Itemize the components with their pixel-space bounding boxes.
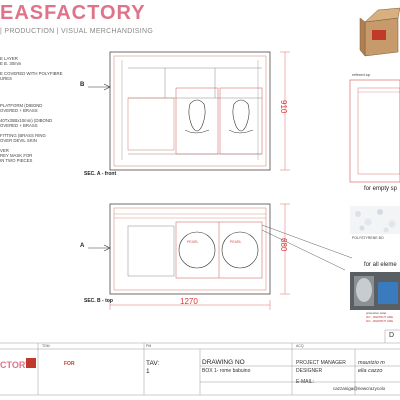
note-line: URES bbox=[0, 76, 12, 81]
drawing-no-value: BOX 1- rome babuino bbox=[202, 368, 251, 374]
note-line: REY MASK FOR bbox=[0, 153, 33, 158]
protective-note: NO - REPRINT ARE bbox=[366, 319, 394, 323]
pearl-label-left: PEARL bbox=[187, 240, 199, 244]
front-section bbox=[109, 51, 271, 171]
drawing-no-label: DRAWING NO bbox=[202, 359, 245, 366]
section-a-label: A bbox=[80, 243, 85, 249]
leader-lines bbox=[261, 224, 353, 271]
top-inner-frame bbox=[113, 207, 267, 291]
email-label: E-MAIL: bbox=[296, 379, 315, 385]
tav-label: TAV: bbox=[146, 360, 160, 367]
protective-label: protective wrap bbox=[366, 311, 387, 315]
designer-role: DESIGNER bbox=[296, 368, 323, 374]
note-line: FITTING (BRASS RING bbox=[0, 133, 46, 138]
width-dimension bbox=[109, 300, 271, 310]
section-a-marker bbox=[88, 244, 111, 252]
top-left-compartment bbox=[127, 225, 175, 277]
title-block-logo: CTORY bbox=[0, 360, 32, 370]
reference-section bbox=[349, 79, 400, 183]
mask-base-left bbox=[184, 129, 210, 134]
cardboard-box-icon bbox=[359, 7, 400, 57]
section-b-marker bbox=[88, 83, 111, 91]
pm-name: maurizio m bbox=[358, 360, 385, 366]
tdm-header: TDM bbox=[42, 344, 50, 348]
front-outer-frame bbox=[109, 51, 271, 171]
brand-tagline: | PRODUCTION | VISUAL MERCHANDISING bbox=[0, 28, 154, 35]
acq-header: ACQ bbox=[296, 344, 304, 348]
note-line: OVERED + BRASS bbox=[0, 123, 38, 128]
tav-value: 1 bbox=[146, 368, 150, 375]
front-section-caption: SEC. A - front bbox=[84, 171, 117, 177]
email-value[interactable]: cazzaniga@newcrazycolo bbox=[333, 386, 386, 391]
note-line: OVER DEVIL SKIN bbox=[0, 138, 37, 143]
section-b-label: B bbox=[80, 82, 85, 88]
top-section bbox=[109, 203, 271, 295]
logo-square bbox=[26, 358, 36, 368]
top-height-dimension bbox=[280, 203, 290, 295]
polystyrene-image bbox=[350, 206, 400, 234]
note-line: 40Tx35Bx10mm) (DIBOND bbox=[0, 118, 53, 123]
note-line: VER bbox=[0, 148, 9, 153]
reference-label: refered sp bbox=[352, 72, 371, 77]
mask-base-right bbox=[228, 129, 254, 134]
empty-space-caption: for empty sp bbox=[364, 186, 398, 192]
front-inner-frame bbox=[113, 55, 267, 167]
title-block-grid bbox=[0, 329, 400, 396]
front-left-compartment bbox=[127, 97, 175, 151]
brand-logo: EASFACTORY bbox=[0, 2, 146, 24]
note-line: E LAYER bbox=[0, 56, 18, 61]
mask-figure-right bbox=[232, 99, 250, 132]
front-height-value: 910 bbox=[279, 100, 288, 114]
mask-figure-left bbox=[188, 99, 206, 132]
polystyrene-label: POLYSTYRENE BO bbox=[352, 236, 384, 240]
pearl-label-right: PEARL bbox=[230, 240, 242, 244]
notes-list: E LAYER E B. 30mm E COVERED WITH POLYFIB… bbox=[0, 56, 80, 163]
all-elements-caption: for all eleme bbox=[364, 262, 397, 268]
pm-header: PM bbox=[146, 344, 152, 348]
designer-name: elia cazzo bbox=[358, 368, 383, 374]
packing-material-image bbox=[350, 272, 400, 310]
note-line: E B. 30mm bbox=[0, 61, 22, 66]
sheet-corner-letter: D bbox=[389, 332, 395, 339]
top-section-caption: SEC. B - top bbox=[84, 298, 113, 304]
front-height-dimension bbox=[280, 51, 290, 171]
top-outer-frame bbox=[109, 203, 271, 295]
pearl-circle-left bbox=[178, 231, 216, 269]
note-line: PLATFORM (DIBOND bbox=[0, 103, 43, 108]
title-block-for: FOR bbox=[64, 361, 75, 367]
note-line: OVERED + BRASS bbox=[0, 108, 38, 113]
pearl-circle-right bbox=[221, 231, 259, 269]
pm-role: PROJECT MANAGER bbox=[296, 360, 346, 366]
width-value: 1270 bbox=[180, 297, 198, 306]
protective-note: NO - REPRINT ARE bbox=[366, 315, 394, 319]
note-line: IN TWO PIECES bbox=[0, 158, 33, 163]
top-height-value: 680 bbox=[279, 238, 288, 252]
note-line: E COVERED WITH POLYFIBRE bbox=[0, 71, 63, 76]
